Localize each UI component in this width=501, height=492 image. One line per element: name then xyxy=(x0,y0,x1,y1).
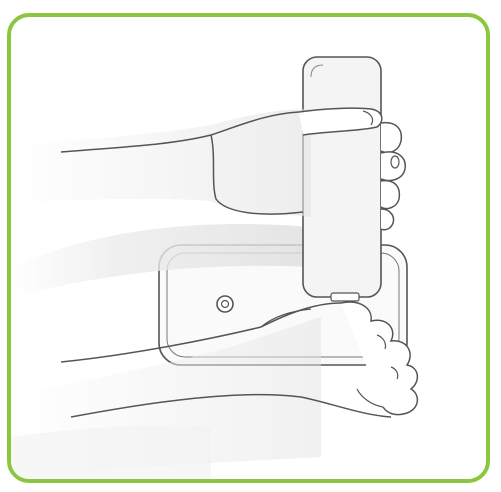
illustration-frame xyxy=(7,13,490,483)
hands-device-illustration xyxy=(11,17,486,479)
connector-tab xyxy=(331,293,359,301)
device-handle xyxy=(303,57,381,301)
screw-hole-icon xyxy=(217,296,233,312)
